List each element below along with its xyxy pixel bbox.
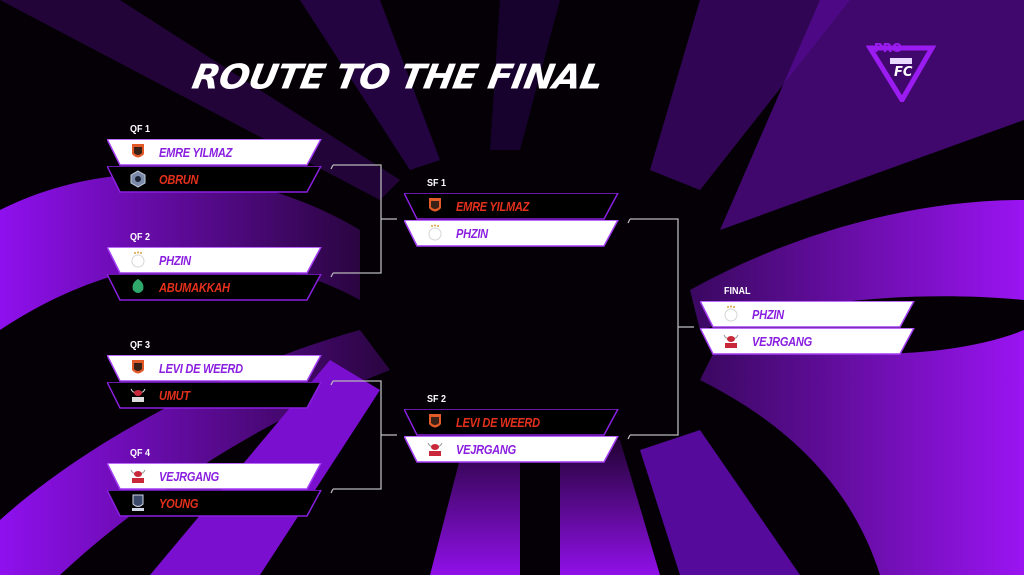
team-name: VEJRGANG	[159, 469, 219, 484]
qf4-team2-card[interactable]: YOUNG	[107, 490, 322, 517]
qf1-team1-card[interactable]: EMRE YILMAZ	[107, 139, 322, 166]
crest-badge-icon	[132, 494, 144, 511]
qf3-team1-card[interactable]: LEVI DE WEERD	[107, 355, 322, 382]
team-name: ABUMAKKAH	[159, 280, 230, 295]
qf2-team2-card[interactable]: ABUMAKKAH	[107, 274, 322, 301]
svg-text:PRO: PRO	[874, 41, 902, 55]
team-name: PHZIN	[752, 307, 784, 322]
team-name: LEVI DE WEERD	[456, 415, 540, 430]
sf2-team2-card[interactable]: VEJRGANG	[404, 436, 619, 463]
team-name: YOUNG	[159, 496, 199, 511]
hex-badge-icon	[130, 170, 146, 188]
sf1-label: SF 1	[427, 178, 447, 189]
qf3-team2-card[interactable]: UMUT	[107, 382, 322, 409]
final-team2-card[interactable]: VEJRGANG	[700, 328, 915, 355]
shield-badge-icon	[429, 198, 441, 212]
pro-fc-logo-icon: PRO FC	[866, 41, 936, 102]
qf1-team2-card[interactable]: OBRUN	[107, 166, 322, 193]
sf2-team1-card[interactable]: LEVI DE WEERD	[404, 409, 619, 436]
team-name: PHZIN	[159, 253, 191, 268]
team-name: EMRE YILMAZ	[159, 145, 233, 160]
shield-badge-icon	[132, 360, 144, 374]
team-name: VEJRGANG	[456, 442, 516, 457]
qf4-label: QF 4	[130, 448, 151, 459]
bull-badge-icon	[130, 388, 146, 402]
green-badge-icon	[132, 279, 144, 293]
qf3-label: QF 3	[130, 340, 151, 351]
ajax-badge-icon	[131, 251, 145, 268]
team-name: VEJRGANG	[752, 334, 812, 349]
sf1-team1-card[interactable]: EMRE YILMAZ	[404, 193, 619, 220]
bull-badge-icon	[130, 469, 146, 483]
shield-badge-icon	[132, 144, 144, 158]
team-name: PHZIN	[456, 226, 488, 241]
team-name: LEVI DE WEERD	[159, 361, 243, 376]
shield-badge-icon	[429, 414, 441, 428]
qf4-team1-card[interactable]: VEJRGANG	[107, 463, 322, 490]
sf1-team2-card[interactable]: PHZIN	[404, 220, 619, 247]
qf2-label: QF 2	[130, 232, 151, 243]
qf2-team1-card[interactable]: PHZIN	[107, 247, 322, 274]
final-team1-card[interactable]: PHZIN	[700, 301, 915, 328]
bull-badge-icon	[427, 442, 443, 456]
final-label: FINAL	[724, 286, 751, 297]
sf2-label: SF 2	[427, 394, 447, 405]
team-name: OBRUN	[159, 172, 199, 187]
team-name: EMRE YILMAZ	[456, 199, 530, 214]
svg-text:FC: FC	[894, 65, 913, 80]
qf1-label: QF 1	[130, 124, 151, 135]
ajax-badge-icon	[428, 224, 442, 241]
bull-badge-icon	[723, 334, 739, 348]
team-name: UMUT	[159, 388, 190, 403]
ajax-badge-icon	[724, 305, 738, 322]
